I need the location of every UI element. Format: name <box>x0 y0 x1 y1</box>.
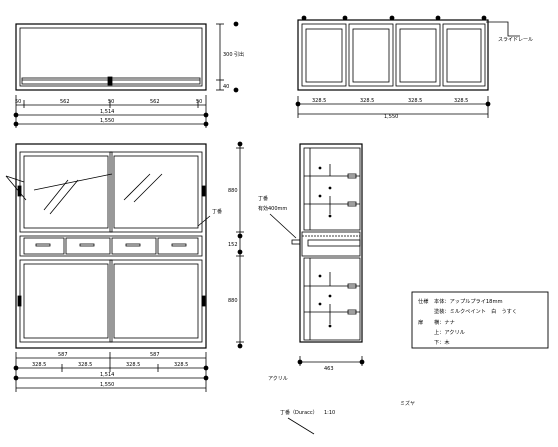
footer: ミズヤ 丁番（Duracc） 1:10 <box>280 400 415 435</box>
spec-value-2: 塗装：ミルクペイント 白 うすく <box>434 307 517 315</box>
front-bottom-dim-2: 328.5 <box>78 362 92 368</box>
side-depth: 463 <box>324 366 334 372</box>
rear-dim-4: 328.5 <box>454 98 468 104</box>
front-total: 1,550 <box>100 382 114 388</box>
side-dim-40: 40 <box>223 84 229 90</box>
spec-value-3: 横：ナナ <box>434 318 455 326</box>
front-height-upper: 880 <box>228 188 238 194</box>
top-view: 300 40 引出 50 562 50 562 50 1,514 1,550 <box>13 21 244 128</box>
side-dim-300: 300 <box>223 52 233 58</box>
scale-label: 丁番（Duracc） <box>280 409 318 416</box>
top-dim-5: 50 <box>196 99 202 105</box>
front-height-lower: 880 <box>228 298 238 304</box>
top-dim-2: 562 <box>60 99 70 105</box>
side-hinge-label: 丁番 <box>258 195 268 202</box>
front-bottom-dim-1: 328.5 <box>32 362 46 368</box>
spec-value-1: 本体：アップルプライ18mm <box>434 297 503 305</box>
spec-key-3: 扉 <box>418 318 423 326</box>
rear-dim-1: 328.5 <box>312 98 326 104</box>
spec-box: 仕様 本体：アップルプライ18mm 塗装：ミルクペイント 白 うすく 扉 横：ナ… <box>411 291 549 349</box>
front-total-inner: 1,514 <box>100 372 114 378</box>
rear-total: 1,550 <box>384 114 398 120</box>
front-view: 丁番 880 152 880 587 587 328.5 328.5 328.5 <box>5 141 244 392</box>
drawn-by: ミズヤ <box>400 400 415 407</box>
spec-key-1: 仕様 <box>418 297 429 305</box>
front-top-dim-1: 587 <box>58 352 68 358</box>
side-view: 丁番 有効400mm 463 アクリル <box>258 143 365 382</box>
top-total-inner: 1,514 <box>100 109 114 115</box>
spec-value-5: 下：木 <box>434 338 450 346</box>
front-bottom-dim-4: 328.5 <box>174 362 188 368</box>
acrylic-label: アクリル <box>268 376 288 382</box>
front-top-dim-2: 587 <box>150 352 160 358</box>
top-total: 1,550 <box>100 118 114 124</box>
slide-rail-label: スライドレール <box>498 37 533 43</box>
spec-value-4: 上：アクリル <box>434 328 465 336</box>
rear-dim-2: 328.5 <box>360 98 374 104</box>
scale-value: 1:10 <box>324 410 335 416</box>
rear-view: スライドレール 328.5 328.5 328.5 328.5 1,550 <box>295 15 533 120</box>
side-hinge-note: 有効400mm <box>258 205 287 212</box>
side-label: 引出 <box>234 51 244 58</box>
front-height-drawer: 152 <box>228 242 238 248</box>
front-bottom-dim-3: 328.5 <box>126 362 140 368</box>
front-hinge-label: 丁番 <box>212 208 222 215</box>
top-dim-3: 50 <box>108 99 114 105</box>
rear-dim-3: 328.5 <box>408 98 422 104</box>
top-dim-1: 50 <box>15 99 21 105</box>
top-dim-4: 562 <box>150 99 160 105</box>
